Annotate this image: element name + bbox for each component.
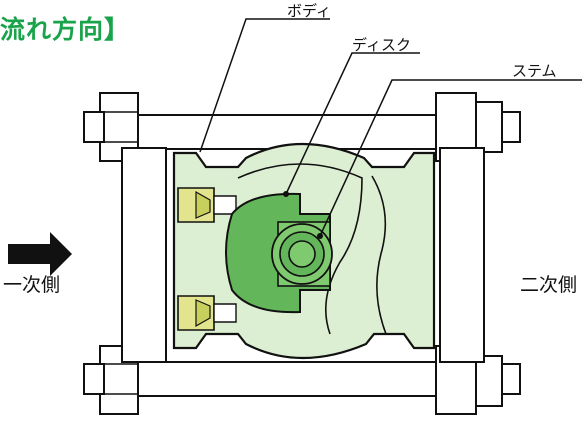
- label-stem: ステム: [512, 62, 557, 80]
- body-cavity: [237, 163, 363, 335]
- flow-direction-heading: 流れ方向】: [0, 15, 131, 44]
- seat-lower: [177, 295, 237, 331]
- leader-body: [199, 18, 330, 153]
- leader-disc: [285, 52, 420, 195]
- stem: [271, 223, 333, 285]
- label-disc: ディスク: [352, 36, 411, 54]
- label-primary-side: 一次側: [3, 274, 61, 296]
- left-flange: [121, 147, 167, 363]
- leader-stem: [319, 79, 582, 237]
- label-secondary-side: 二次側: [520, 274, 578, 296]
- flow-arrow-icon: [8, 232, 72, 276]
- right-flange: [439, 147, 485, 363]
- leader-disc-dot: [283, 191, 289, 197]
- body-partition: [371, 175, 387, 335]
- label-body: ボディ: [287, 2, 331, 20]
- leader-stem-dot: [317, 233, 323, 239]
- seat-upper: [177, 187, 237, 223]
